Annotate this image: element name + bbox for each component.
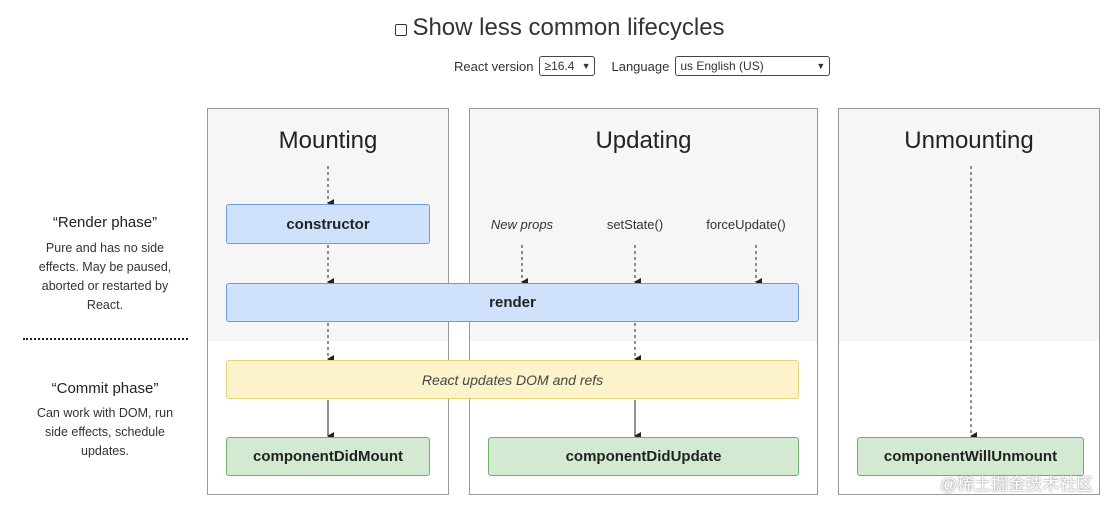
chevron-down-icon: ▼: [816, 61, 826, 71]
language-select[interactable]: us English (US) ▼: [675, 56, 831, 76]
commit-phase-description: Can work with DOM, run side effects, sch…: [36, 406, 174, 458]
commit-phase-title: “Commit phase”: [51, 380, 159, 397]
controls-row: React version ≥16.4 ▼ Language us Englis…: [454, 56, 831, 76]
forceupdate-trigger: forceUpdate(): [706, 217, 786, 232]
component-did-update-node[interactable]: componentDidUpdate: [488, 437, 799, 476]
render-phase-title: “Render phase”: [52, 214, 158, 231]
unmounting-title: Unmounting: [904, 127, 1034, 154]
render-phase-band: [839, 109, 1099, 341]
react-version-select[interactable]: ≥16.4 ▼: [539, 56, 596, 76]
react-version-value: ≥16.4: [544, 59, 575, 73]
react-updates-dom-node: React updates DOM and refs: [226, 360, 799, 399]
show-less-label[interactable]: Show less common lifecycles: [412, 14, 725, 41]
component-will-unmount-node[interactable]: componentWillUnmount: [857, 437, 1084, 476]
react-version-label: React version: [454, 58, 534, 74]
language-label: Language: [611, 58, 670, 74]
new-props-trigger: New props: [490, 217, 554, 232]
component-did-mount-node[interactable]: componentDidMount: [226, 437, 430, 476]
constructor-node[interactable]: constructor: [226, 204, 430, 244]
render-node[interactable]: render: [226, 283, 799, 322]
mounting-title: Mounting: [278, 127, 378, 154]
updating-title: Updating: [595, 127, 692, 154]
watermark: @稀土掘金技术社区: [940, 475, 1094, 494]
show-less-checkbox[interactable]: [395, 23, 408, 36]
unmounting-column: Unmounting: [838, 108, 1100, 495]
phase-divider: [23, 338, 188, 340]
title-row: Show less common lifecycles: [0, 14, 1120, 42]
render-phase-description: Pure and has no side effects. May be pau…: [38, 241, 172, 312]
language-value: us English (US): [680, 59, 764, 73]
chevron-down-icon: ▼: [581, 61, 591, 71]
setstate-trigger: setState(): [606, 217, 664, 232]
